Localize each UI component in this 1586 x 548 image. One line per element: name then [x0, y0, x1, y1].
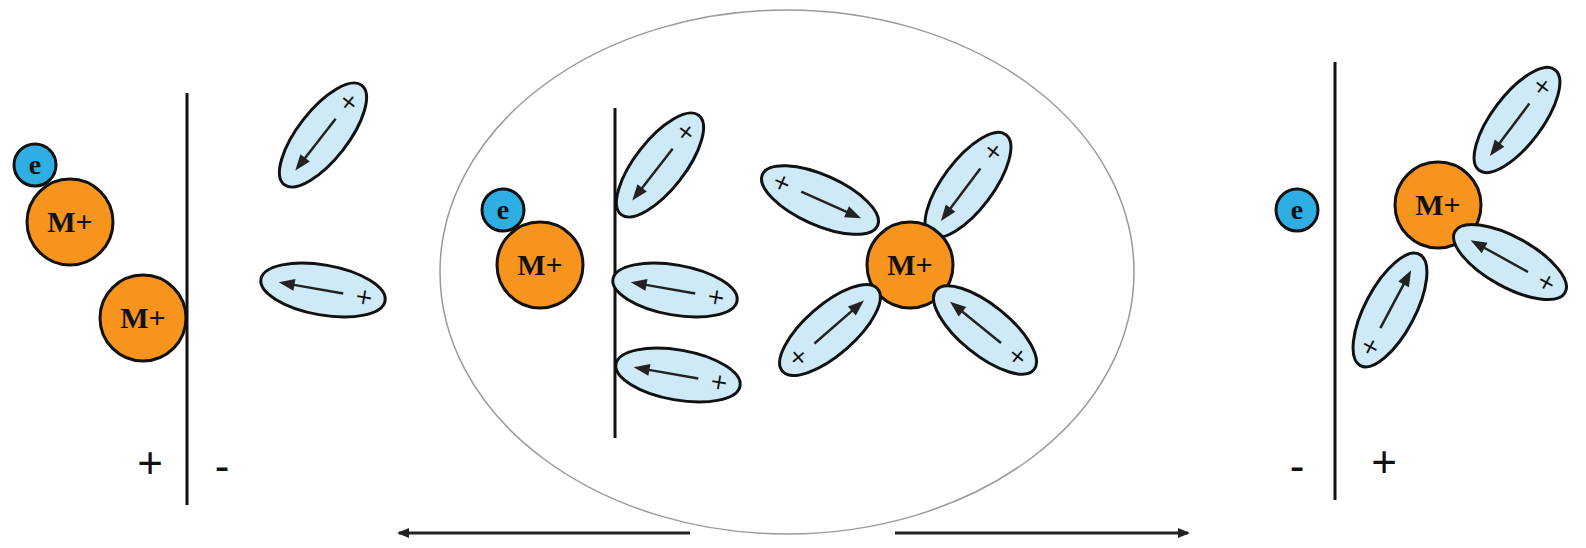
dipole-outline [612, 339, 745, 410]
circle-outline [27, 179, 113, 265]
dipole-outline [752, 152, 887, 249]
electrode-line [186, 93, 189, 505]
dipole-arrow [644, 285, 695, 294]
dipole-molecule: + [1456, 52, 1577, 188]
circle-outline [14, 144, 56, 186]
dipole-molecule: + [750, 149, 891, 251]
cation-circle: M+ [495, 220, 585, 310]
dipole-molecule: + [599, 97, 722, 233]
dipole-arrowhead [633, 361, 651, 376]
cation-label: M+ [1415, 190, 1460, 220]
dipole-arrowhead [630, 276, 648, 291]
polarity-sign: + [137, 441, 163, 485]
dipole-shape [1456, 52, 1577, 188]
electron-circle: e [1274, 187, 1320, 233]
dipole-arrow [1483, 247, 1528, 272]
dipole-outline [257, 254, 390, 325]
dipole-molecule: + [254, 252, 391, 328]
dipole-molecule: + [1440, 207, 1580, 317]
dipole-arrow [961, 310, 1001, 342]
polarity-sign: + [1371, 440, 1397, 484]
dipole-shape [1440, 207, 1580, 317]
dipole-shape [599, 97, 722, 233]
dipole-arrow [801, 192, 848, 213]
electron-label: e [497, 196, 509, 224]
dipole-shape [750, 149, 891, 251]
electron-circle: e [480, 187, 526, 233]
dipole-arrow [647, 370, 698, 379]
dipole-arrow [1380, 283, 1404, 329]
dipole-outline [766, 270, 894, 390]
dipole-shape [763, 267, 897, 393]
dipole-outline [920, 271, 1049, 389]
dipole-molecule: + [262, 67, 385, 203]
dipole-molecule: + [1336, 240, 1445, 380]
polarity-sign: - [1290, 444, 1305, 488]
dipole-molecule: + [917, 268, 1052, 392]
dipole-arrow [641, 149, 673, 190]
circle-outline [482, 189, 524, 231]
direction-arrow [895, 532, 1188, 535]
circle-outline [1276, 189, 1318, 231]
electrode-line [1334, 62, 1337, 500]
dipole-outline [609, 254, 742, 325]
electron-circle: e [12, 142, 58, 188]
dipole-arrowhead [848, 296, 868, 316]
cation-label: M+ [47, 207, 92, 237]
dipole-arrowhead [628, 184, 647, 204]
dipole-molecule: + [606, 252, 743, 328]
charge-sign: + [705, 285, 727, 310]
dipole-molecule: + [609, 337, 746, 413]
dipole-arrowhead [278, 276, 296, 291]
dipole-arrow [814, 310, 853, 344]
electron-label: e [1291, 196, 1303, 224]
dipole-molecule: + [763, 267, 897, 393]
dipole-arrowhead [1468, 235, 1488, 253]
cation-label: M+ [887, 250, 932, 280]
cation-label: M+ [120, 303, 165, 333]
dipole-arrowhead [1398, 267, 1416, 287]
region-ellipse [440, 10, 1134, 534]
dipole-outline [602, 100, 719, 230]
dipole-arrow [1498, 104, 1529, 145]
cation-label: M+ [517, 250, 562, 280]
dipole-shape [1336, 240, 1445, 380]
cation-circle: M+ [98, 273, 188, 363]
polarity-sign: - [215, 444, 230, 488]
dipole-arrowhead [844, 206, 863, 223]
dipole-outline [1443, 210, 1577, 315]
direction-arrow [399, 532, 690, 535]
dipole-shape [262, 67, 385, 203]
dipole-outline [1459, 55, 1575, 186]
dipole-arrowhead [936, 205, 955, 225]
dipole-arrow [304, 119, 336, 160]
dipole-arrowhead [291, 154, 310, 174]
circle-outline [100, 275, 186, 361]
dipole-arrowhead [946, 297, 966, 316]
charge-sign: + [708, 370, 730, 395]
dipole-outline [1338, 243, 1441, 378]
dipole-arrow [292, 285, 343, 294]
electron-label: e [29, 151, 41, 179]
dipole-shape [917, 268, 1052, 392]
dipole-arrowhead [1485, 140, 1504, 160]
dipole-arrow [949, 169, 980, 210]
cation-circle: M+ [25, 177, 115, 267]
circle-outline [497, 222, 583, 308]
dipole-outline [265, 70, 382, 200]
charge-sign: + [353, 285, 375, 310]
